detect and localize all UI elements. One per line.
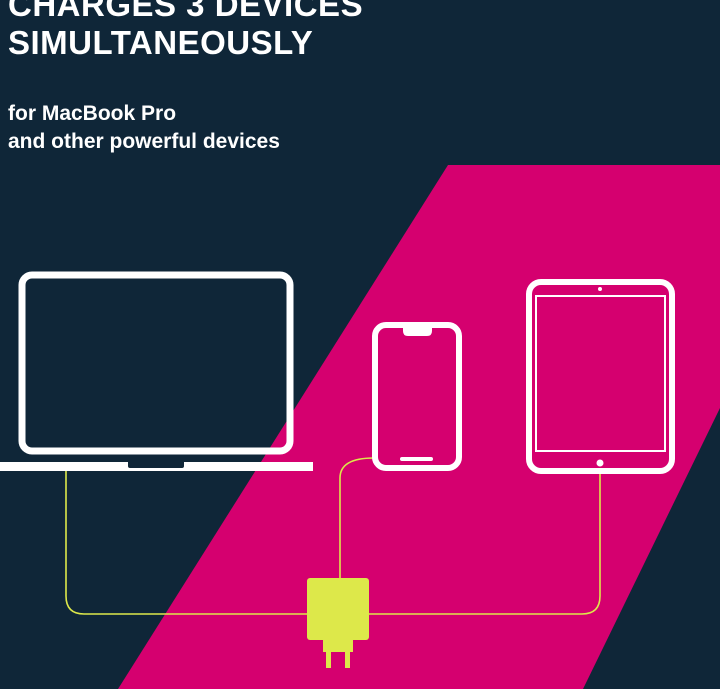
tablet-icon [526, 279, 675, 474]
charging-cables [65, 457, 601, 615]
headline-line-2: SIMULTANEOUSLY [8, 24, 314, 61]
accent-stripe [118, 165, 720, 689]
laptop-icon [0, 271, 313, 471]
charger-icon [307, 578, 369, 668]
headline-line-1: CHARGES 3 DEVICES [8, 0, 364, 23]
subheadline-line-1: for MacBook Pro [8, 102, 177, 125]
headline: CHARGES 3 DEVICES SIMULTANEOUSLY [8, 0, 363, 62]
phone-cable [339, 457, 375, 580]
phone-icon [372, 322, 462, 471]
subheadline-line-2: and other powerful devices [8, 130, 280, 153]
subheadline: for MacBook Pro and other powerful devic… [8, 100, 280, 156]
laptop-cable [65, 470, 310, 615]
tablet-cable [368, 474, 601, 615]
